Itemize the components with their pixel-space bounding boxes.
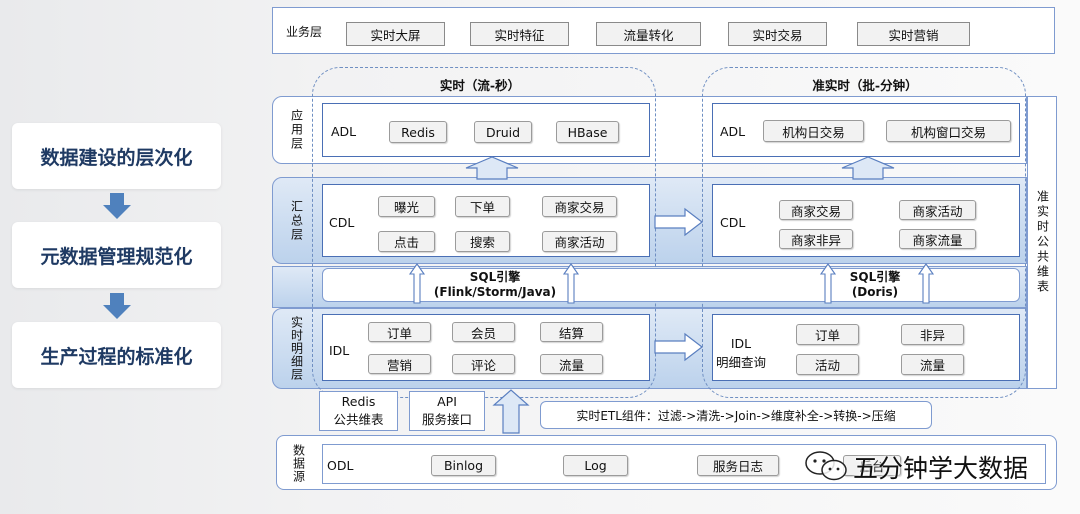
api-box: API 服务接口 <box>409 391 485 431</box>
business-item: 实时大屏 <box>346 22 445 46</box>
detail-layer-label-text: 实时明细层 <box>289 315 304 381</box>
idl-item: 流量 <box>901 354 964 375</box>
redis-dim-line2: 公共维表 <box>333 412 384 427</box>
cdl-item: 商家交易 <box>779 200 853 220</box>
up-arrow-icon <box>562 263 580 304</box>
redis-dim-line1: Redis <box>341 394 376 409</box>
cdl-right-name: CDL <box>720 215 746 230</box>
idl-item: 订单 <box>796 324 859 345</box>
cdl-left-name: CDL <box>329 215 355 230</box>
business-item: 实时交易 <box>728 22 827 46</box>
redis-dim-box: Redis 公共维表 <box>319 391 398 431</box>
cdl-item: 商家活动 <box>542 231 617 252</box>
up-arrow-icon <box>492 389 530 434</box>
level-card-layering-text: 数据建设的层次化 <box>40 146 193 169</box>
adl-item: 机构日交易 <box>763 120 864 142</box>
source-layer-label: 数据源 <box>288 439 308 487</box>
cdl-item: 曝光 <box>378 196 435 217</box>
sql-engine-left-sub: (Flink/Storm/Java) <box>433 285 557 299</box>
down-arrow-icon <box>103 193 131 219</box>
up-arrow-icon <box>819 263 837 304</box>
level-card-layering: 数据建设的层次化 <box>12 123 221 189</box>
down-arrow-icon <box>103 293 131 319</box>
app-layer-label: 应用层 <box>286 104 306 156</box>
adl-item: HBase <box>556 121 619 143</box>
realtime-title: 实时（流-秒） <box>439 78 521 93</box>
up-arrow-icon <box>917 263 935 304</box>
adl-item: 机构窗口交易 <box>886 120 1011 142</box>
adl-right-name: ADL <box>720 124 746 139</box>
business-item: 实时营销 <box>857 22 970 46</box>
sql-engine-right-title: SQL引擎 <box>849 270 901 284</box>
idl-right-box <box>712 314 1020 381</box>
level-card-standardization-text: 生产过程的标准化 <box>40 345 193 368</box>
business-item: 实时特征 <box>470 22 569 46</box>
level-card-metadata: 元数据管理规范化 <box>12 222 221 288</box>
source-item: Log <box>563 455 628 476</box>
app-layer-label-text: 应用层 <box>289 109 304 151</box>
cdl-item: 商家流量 <box>899 229 976 249</box>
adl-item: Redis <box>389 121 447 143</box>
cdl-item: 点击 <box>378 231 435 252</box>
watermark-text: 五分钟学大数据 <box>853 454 1029 483</box>
level-card-metadata-text: 元数据管理规范化 <box>40 245 193 268</box>
near-realtime-dim-column: 准实时公共维表 <box>1027 96 1057 389</box>
detail-layer-label: 实时明细层 <box>286 310 306 386</box>
cdl-item: 搜索 <box>455 231 510 252</box>
idl-item: 非异 <box>901 324 964 345</box>
source-item: Binlog <box>431 455 496 476</box>
adl-item: Druid <box>474 121 532 143</box>
near-realtime-group <box>702 67 1026 398</box>
idl-item: 流量 <box>540 354 603 374</box>
wechat-icon <box>805 451 847 481</box>
odl-name: ODL <box>327 458 354 473</box>
adl-left-name: ADL <box>331 124 357 139</box>
up-arrow-icon <box>465 156 519 180</box>
cdl-item: 下单 <box>455 196 510 217</box>
cdl-item: 商家活动 <box>899 200 976 220</box>
idl-right-sub: 明细查询 <box>715 355 766 370</box>
business-layer-label: 业务层 <box>286 25 323 39</box>
level-card-standardization: 生产过程的标准化 <box>12 322 221 388</box>
source-item: 服务日志 <box>697 455 779 476</box>
api-line2: 服务接口 <box>421 412 472 427</box>
idl-item: 结算 <box>540 322 603 342</box>
api-line1: API <box>437 394 457 409</box>
right-arrow-icon <box>654 207 703 237</box>
idl-right-name: IDL <box>730 336 752 351</box>
summary-layer-label-text: 汇总层 <box>289 200 304 242</box>
near-realtime-dim-label: 准实时公共维表 <box>1035 190 1050 295</box>
up-arrow-icon <box>408 263 426 304</box>
idl-item: 会员 <box>452 322 515 342</box>
cdl-item: 商家交易 <box>542 196 617 217</box>
up-arrow-icon <box>841 156 895 180</box>
sql-engine-right-sub: (Doris) <box>851 285 899 299</box>
source-layer-label-text: 数据源 <box>291 443 306 483</box>
cdl-item: 商家非异 <box>779 229 853 249</box>
near-realtime-title: 准实时（批-分钟） <box>812 78 918 93</box>
right-arrow-icon <box>654 332 703 362</box>
source-item: 后台 <box>843 455 901 476</box>
summary-layer-label: 汇总层 <box>286 195 306 247</box>
idl-left-name: IDL <box>329 343 350 358</box>
sql-engine-left-title: SQL引擎 <box>469 270 521 284</box>
idl-item: 订单 <box>368 322 431 342</box>
business-item: 流量转化 <box>596 22 701 46</box>
sql-engine-bar <box>322 268 1020 302</box>
etl-component-bar: 实时ETL组件：过滤->清洗->Join->维度补全->转换->压缩 <box>540 401 932 429</box>
idl-item: 评论 <box>452 354 515 374</box>
idl-item: 活动 <box>796 354 859 375</box>
idl-item: 营销 <box>368 354 431 374</box>
